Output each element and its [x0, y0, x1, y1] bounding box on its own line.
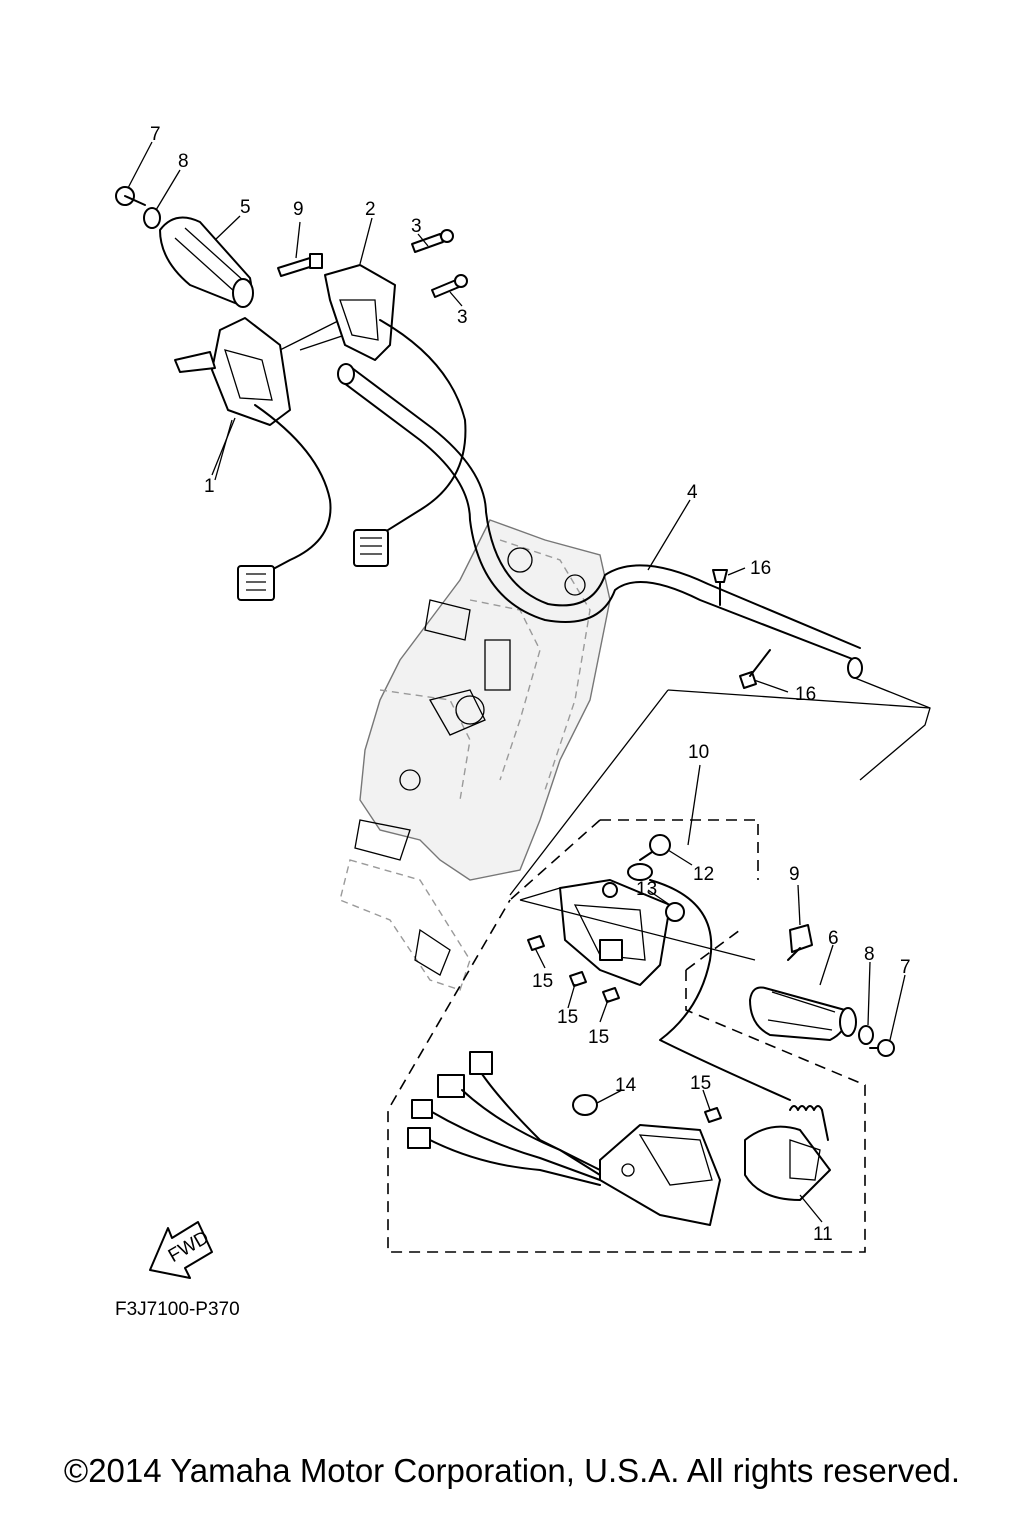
callout-12: 12 — [693, 864, 714, 885]
lower-housing — [572, 1094, 721, 1226]
callout-3-upper: 3 — [411, 216, 422, 237]
grip-cover — [744, 1105, 831, 1201]
copyright-notice: ©2014 Yamaha Motor Corporation, U.S.A. A… — [63, 1452, 961, 1489]
wire-harness — [407, 1051, 601, 1186]
callout-10: 10 — [688, 742, 709, 763]
callout-13: 13 — [636, 879, 657, 900]
callout-9-left: 9 — [293, 199, 304, 220]
callout-numbers: 7 8 5 9 2 3 3 1 4 16 16 10 12 13 9 6 8 7… — [150, 124, 911, 1245]
callout-15-b: 15 — [557, 1007, 578, 1028]
left-grip — [159, 216, 254, 308]
callout-6: 6 — [828, 928, 839, 949]
callout-15-a: 15 — [532, 971, 553, 992]
handlebar — [239, 319, 931, 781]
callout-5: 5 — [240, 197, 251, 218]
callout-8-right: 8 — [864, 944, 875, 965]
callout-2: 2 — [365, 199, 376, 220]
bolts-16 — [712, 569, 771, 689]
callout-11: 11 — [813, 1224, 833, 1245]
callout-7-right: 7 — [900, 957, 911, 978]
fwd-arrow: FWD — [149, 1221, 213, 1279]
callout-15-c: 15 — [588, 1027, 609, 1048]
callout-16-lower: 16 — [795, 684, 816, 705]
callout-15-d: 15 — [690, 1073, 711, 1094]
callout-4: 4 — [687, 482, 698, 503]
leader-lines — [127, 141, 906, 1223]
right-switch-housing — [324, 264, 467, 567]
diagram-code: F3J7100-P370 — [115, 1299, 240, 1320]
kit-10-outline — [387, 689, 931, 1253]
right-switch-body — [519, 879, 791, 1101]
callout-14: 14 — [615, 1075, 637, 1096]
callout-8-left: 8 — [178, 151, 189, 172]
left-switch-assembly — [174, 317, 332, 601]
steering-column-ghost — [339, 519, 611, 991]
left-screws — [115, 186, 468, 298]
callout-3-lower: 3 — [457, 307, 468, 328]
switch-screws — [527, 834, 722, 1123]
callout-9-right: 9 — [789, 864, 800, 885]
callout-1: 1 — [204, 476, 215, 497]
callout-16-upper: 16 — [750, 558, 771, 579]
callout-7-left: 7 — [150, 124, 161, 145]
right-grip — [749, 924, 895, 1057]
